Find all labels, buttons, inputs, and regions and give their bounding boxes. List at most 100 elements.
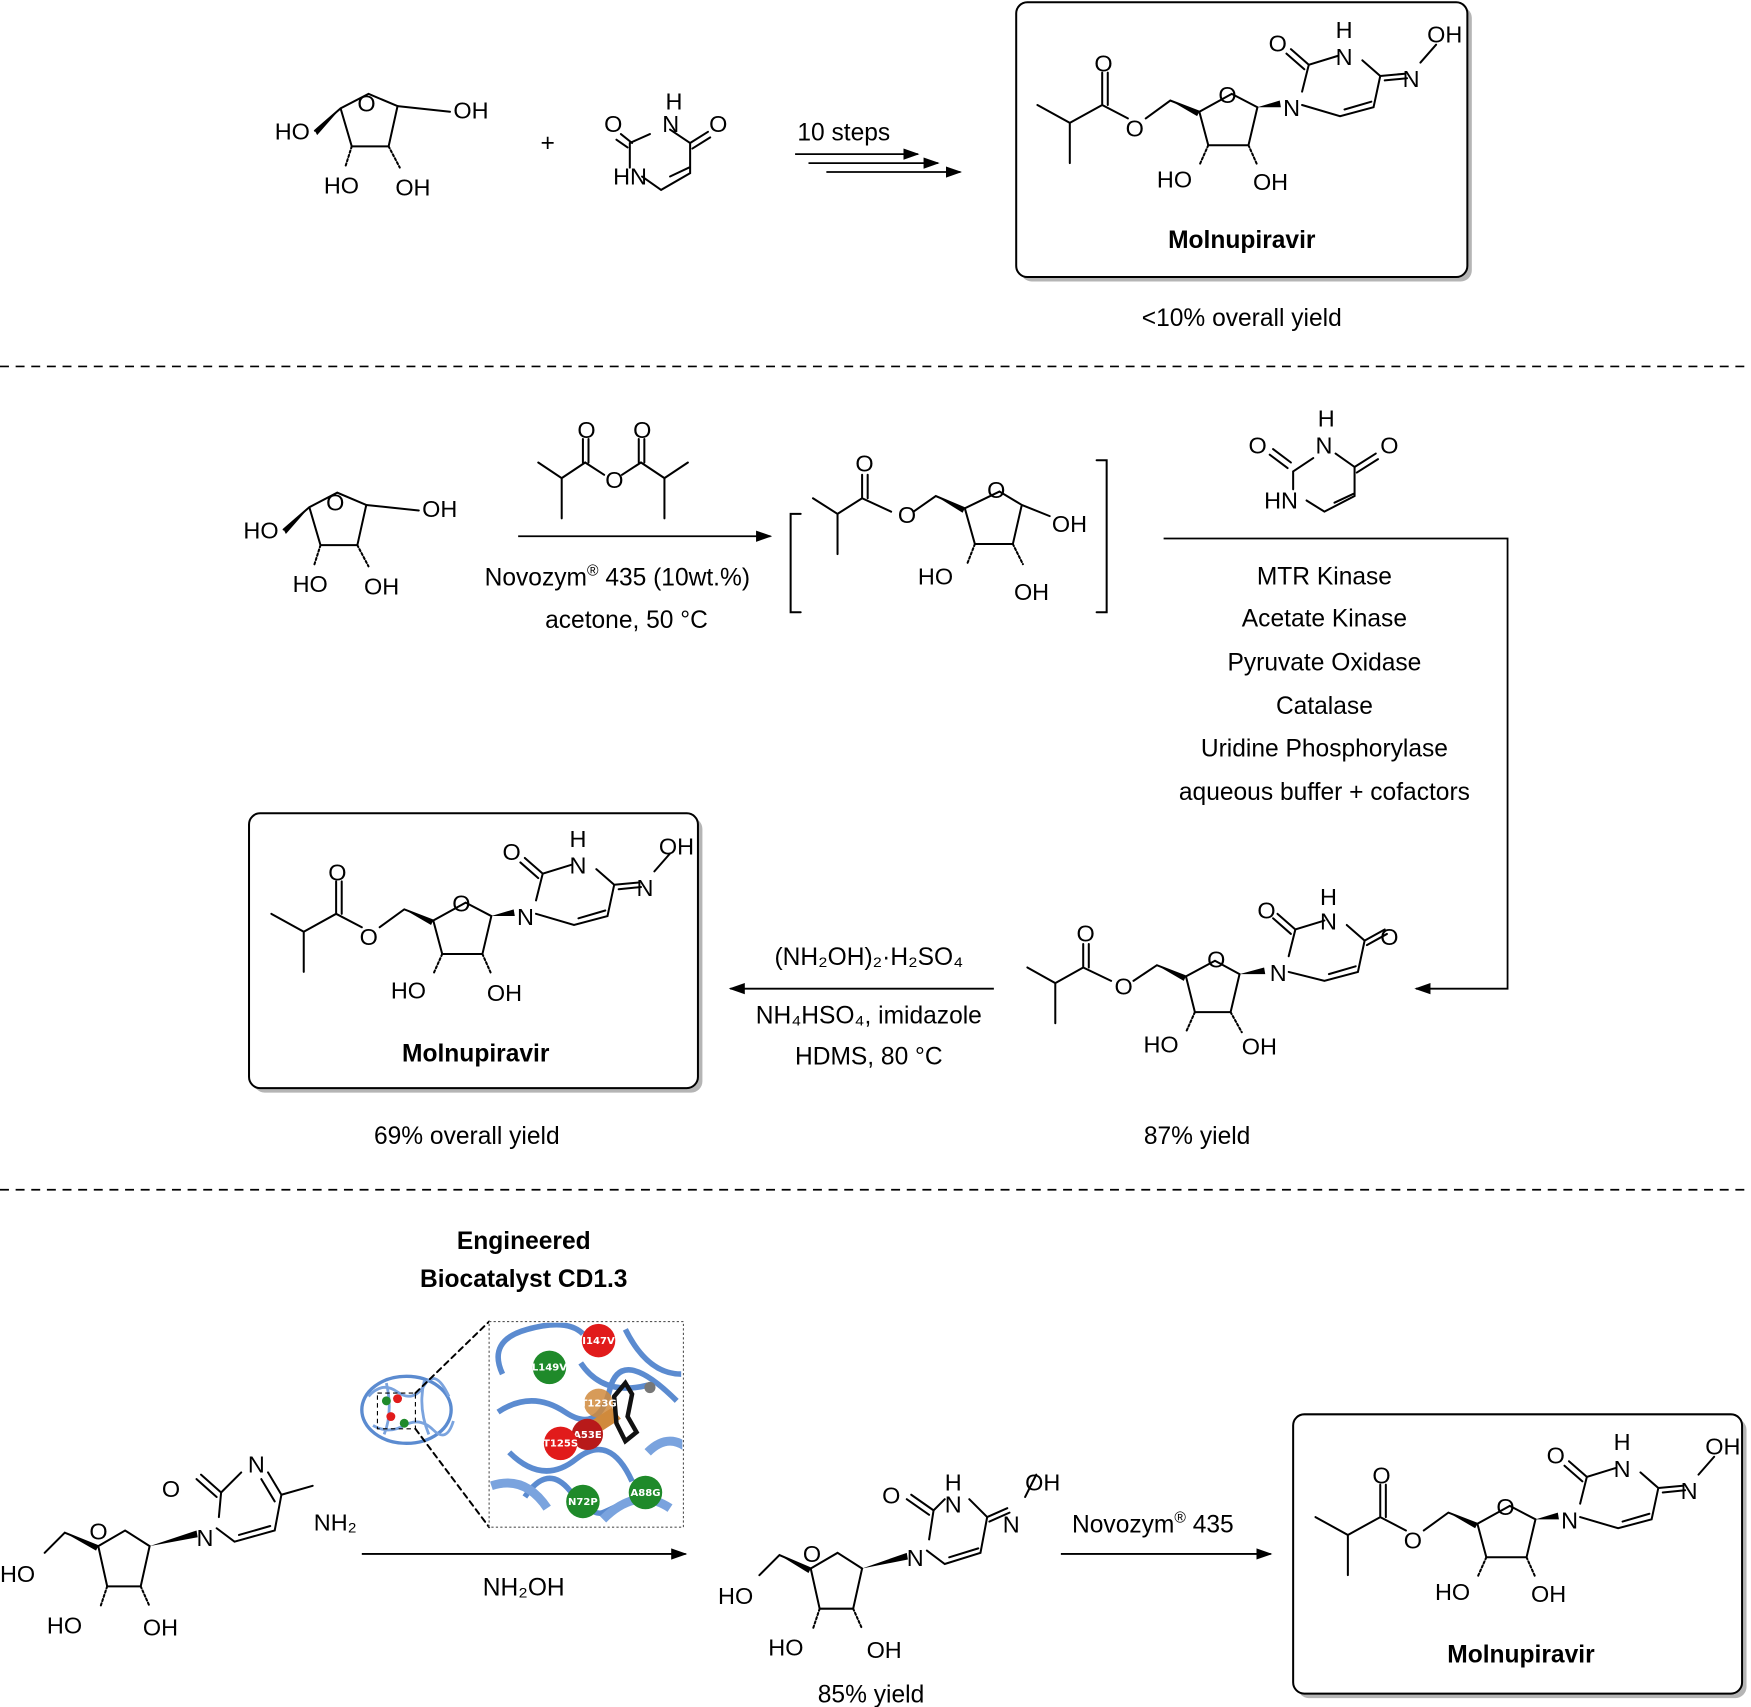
atom-label: OH [1253, 169, 1288, 195]
atom-label: O [1372, 1463, 1390, 1489]
atom-label: H [570, 826, 587, 852]
protein-overview [360, 1374, 455, 1446]
atom-label: OH [1705, 1434, 1740, 1460]
atom-label: O [1077, 921, 1095, 947]
biocatalysis-reagent: NH₂OH [483, 1574, 565, 1601]
atom-label: HO [0, 1561, 35, 1587]
atom-label: H [666, 88, 683, 114]
product-name: Molnupiravir [402, 1040, 550, 1067]
atom-label: OH [1052, 511, 1087, 537]
atom-label: O [605, 467, 623, 493]
atom-label: O [1248, 433, 1266, 459]
atom-label: H [945, 1469, 962, 1495]
enzyme-item: aqueous buffer + cofactors [1179, 779, 1470, 806]
atom-label: N [1315, 433, 1332, 459]
atom-label: OH [867, 1637, 902, 1663]
ribose-structure-route1: HO O OH HO OH [275, 91, 489, 201]
atom-label: O [357, 91, 375, 117]
route-1: HO O OH HO OH + H O N O HN 10 steps [275, 1, 1472, 332]
mutation-L149V: L149V [532, 1350, 567, 1385]
product-name: Molnupiravir [1447, 1641, 1595, 1668]
mutation-I147V: I147V [581, 1323, 616, 1358]
atom-label: N [1283, 95, 1300, 121]
atom-label: OH [1025, 1469, 1060, 1495]
atom-label: N [1681, 1478, 1698, 1504]
mutation-A53E: A53E [571, 1418, 604, 1451]
molnupiravir-structure: O O O N O H N N OH HO OH [1036, 17, 1462, 195]
atom-label: O [604, 111, 622, 137]
multistep-arrow: 10 steps [795, 120, 962, 178]
atom-label: O [162, 1476, 180, 1502]
atom-label: O [1257, 897, 1275, 923]
atom-label: N [1320, 908, 1337, 934]
atom-label: O [452, 891, 470, 917]
atom-label: N [1270, 960, 1287, 986]
atom-label: HO [275, 119, 310, 145]
step3-conditions-line3: HDMS, 80 °C [795, 1044, 943, 1071]
uracil-structure-route1: H O N O HN [604, 88, 727, 192]
catalyst-title-line1: Engineered [457, 1228, 591, 1255]
atom-label: OH [1242, 1034, 1277, 1060]
enzyme-item: Catalase [1276, 693, 1373, 720]
atom-label: HO [324, 172, 359, 198]
arrow-label-10-steps: 10 steps [797, 120, 890, 147]
atom-label: N [662, 111, 679, 137]
atom-label: OH [453, 97, 488, 123]
enzyme-item: Uridine Phosphorylase [1201, 735, 1448, 762]
atom-label: O [898, 502, 916, 528]
atom-label: NH₂ [314, 1509, 357, 1535]
atom-label: HO [293, 571, 328, 597]
atom-label: HO [768, 1635, 803, 1661]
mutation-T123G: T123G [581, 1388, 617, 1418]
step3-conditions-line2: NH₄HSO₄, imidazole [756, 1002, 982, 1029]
isobutyric-anhydride: O O O [537, 417, 689, 520]
atom-label: O [882, 1483, 900, 1509]
atom-label: OH [1427, 21, 1462, 47]
atom-label: HO [918, 563, 953, 589]
yield-route1: <10% overall yield [1142, 305, 1342, 332]
mutation-N72P: N72P [566, 1484, 600, 1519]
atom-label: O [1218, 82, 1236, 108]
atom-label: O [1404, 1527, 1422, 1553]
atom-label: N [197, 1525, 214, 1551]
cytidine-structure: HO O N O N NH₂ HO OH [0, 1451, 357, 1640]
atom-label: O [633, 417, 651, 443]
atom-label: O [1114, 973, 1132, 999]
atom-label: O [1269, 30, 1287, 56]
step1-conditions-line1: Novozym® 435 (10wt.%) [485, 562, 750, 591]
molnupiravir-box-route1: O O O N O H N N OH HO OH Molnupiravir [1015, 1, 1472, 282]
atom-label: O [709, 111, 727, 137]
yield-nhc: 85% yield [818, 1682, 924, 1707]
enzyme-item: Pyruvate Oxidase [1227, 649, 1421, 676]
atom-label: O [503, 839, 521, 865]
atom-label: N [907, 1545, 924, 1571]
atom-label: HN [1264, 487, 1298, 513]
reaction-arrow-step2 [1163, 537, 1509, 995]
step3-conditions-line1: (NH₂OH)₂·H₂SO₄ [774, 944, 963, 971]
atom-label: OH [395, 174, 430, 200]
atom-label: O [1207, 946, 1225, 972]
atom-label: HO [47, 1612, 82, 1638]
mutation-T125S: T125S [543, 1426, 578, 1461]
atom-label: N [1003, 1512, 1020, 1538]
atom-label: HO [1144, 1031, 1179, 1057]
atom-label: N [517, 904, 534, 930]
atom-label: O [1380, 433, 1398, 459]
enzyme-item: Acetate Kinase [1242, 606, 1407, 633]
atom-label: O [1380, 924, 1398, 950]
atom-label: N [1614, 1456, 1631, 1482]
atom-label: O [1547, 1442, 1565, 1468]
atom-label: H [1614, 1429, 1631, 1455]
atom-label: O [1126, 115, 1144, 141]
atom-label: O [1094, 50, 1112, 76]
atom-label: N [1561, 1507, 1578, 1533]
atom-label: O [987, 477, 1005, 503]
atom-label: HO [243, 517, 278, 543]
atom-label: O [1496, 1494, 1514, 1520]
atom-label: H [1318, 406, 1335, 432]
atom-label: N [1336, 44, 1353, 70]
atom-label: OH [422, 496, 457, 522]
atom-label: O [577, 417, 595, 443]
acylation-conditions: Novozym® 435 [1072, 1510, 1234, 1539]
atom-label: O [326, 490, 344, 516]
